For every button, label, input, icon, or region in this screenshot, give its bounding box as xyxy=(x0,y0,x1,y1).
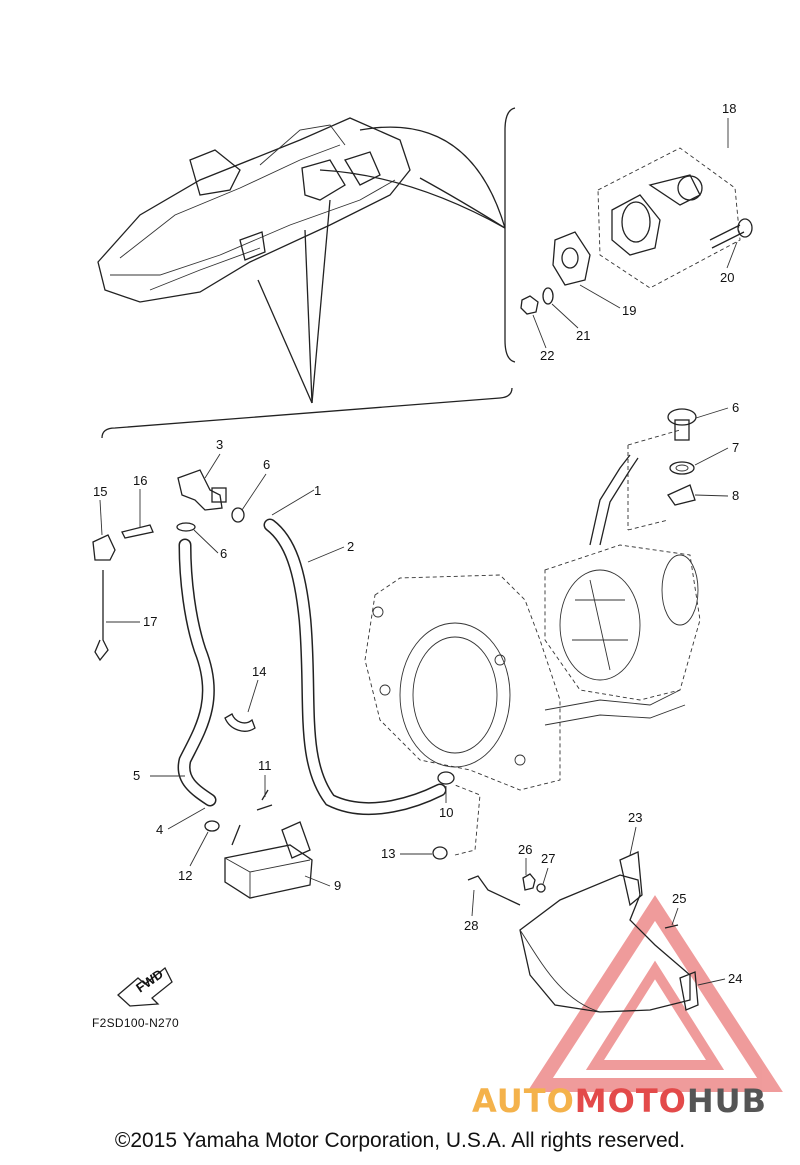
watermark-part-hub: HUB xyxy=(686,1082,768,1120)
callout-25: 24 xyxy=(728,971,742,986)
callout-22: 21 xyxy=(576,328,590,343)
overview-leader-lines xyxy=(257,126,506,404)
callout-1: 1 xyxy=(314,483,321,498)
callout-5: 5 xyxy=(133,768,140,783)
callout-20: 19 xyxy=(622,303,636,318)
callout-29: 28 xyxy=(464,918,478,933)
watermark-logo: AUTOMOTOHUB xyxy=(472,1082,767,1120)
callout-12: 11 xyxy=(258,758,272,773)
callout-23: 22 xyxy=(540,348,554,363)
callout-10: 9 xyxy=(334,878,341,893)
callout-7: 6 xyxy=(732,400,739,415)
main-bracket xyxy=(101,387,513,439)
callout-11: 10 xyxy=(439,805,453,820)
callout-13: 12 xyxy=(178,868,192,883)
copyright-notice: ©2015 Yamaha Motor Corporation, U.S.A. A… xyxy=(114,1129,686,1152)
part-15 xyxy=(224,713,256,732)
callout-19: 18 xyxy=(722,101,736,116)
fitting-3 xyxy=(177,469,227,511)
jet-pump-housing xyxy=(364,454,701,791)
parts-11-12-13-14 xyxy=(204,771,481,860)
callout-6-top: 6 xyxy=(263,457,270,472)
callout-28: 27 xyxy=(541,851,555,866)
callout-6-lower: 6 xyxy=(220,546,227,561)
callout-14: 13 xyxy=(381,846,395,861)
watermark-part-auto: AUTO xyxy=(472,1082,575,1120)
callout-24: 23 xyxy=(628,810,642,825)
callouts: 18 20 19 21 22 6 7 8 3 6 1 2 15 xyxy=(93,101,742,986)
callout-16: 15 xyxy=(93,484,107,499)
parts-16-17-18 xyxy=(92,524,154,662)
fwd-arrow-icon: FWD xyxy=(117,966,173,1007)
parts-7-8-9 xyxy=(627,408,697,531)
callout-17: 16 xyxy=(133,473,147,488)
callout-15: 14 xyxy=(252,664,266,679)
watermark-triangle-logo xyxy=(527,895,783,1092)
callout-21: 20 xyxy=(720,270,734,285)
hose-5 xyxy=(177,538,217,807)
callout-9: 8 xyxy=(732,488,739,503)
callout-4: 4 xyxy=(156,822,163,837)
clamps-6 xyxy=(176,507,245,532)
cover-24-parts xyxy=(467,851,699,1013)
callout-2: 2 xyxy=(347,539,354,554)
inset-parts xyxy=(520,147,753,315)
callout-8: 7 xyxy=(732,440,739,455)
reference-code: F2SD100-N270 xyxy=(92,1016,179,1030)
inset-bracket xyxy=(504,107,516,363)
watermark-part-moto: MOTO xyxy=(574,1082,687,1120)
hose-1-2 xyxy=(263,518,447,815)
watercraft-overview xyxy=(97,117,411,303)
callout-3: 3 xyxy=(216,437,223,452)
callout-18: 17 xyxy=(143,614,157,629)
module-10 xyxy=(224,821,313,899)
callout-27: 26 xyxy=(518,842,532,857)
callout-26: 25 xyxy=(672,891,686,906)
